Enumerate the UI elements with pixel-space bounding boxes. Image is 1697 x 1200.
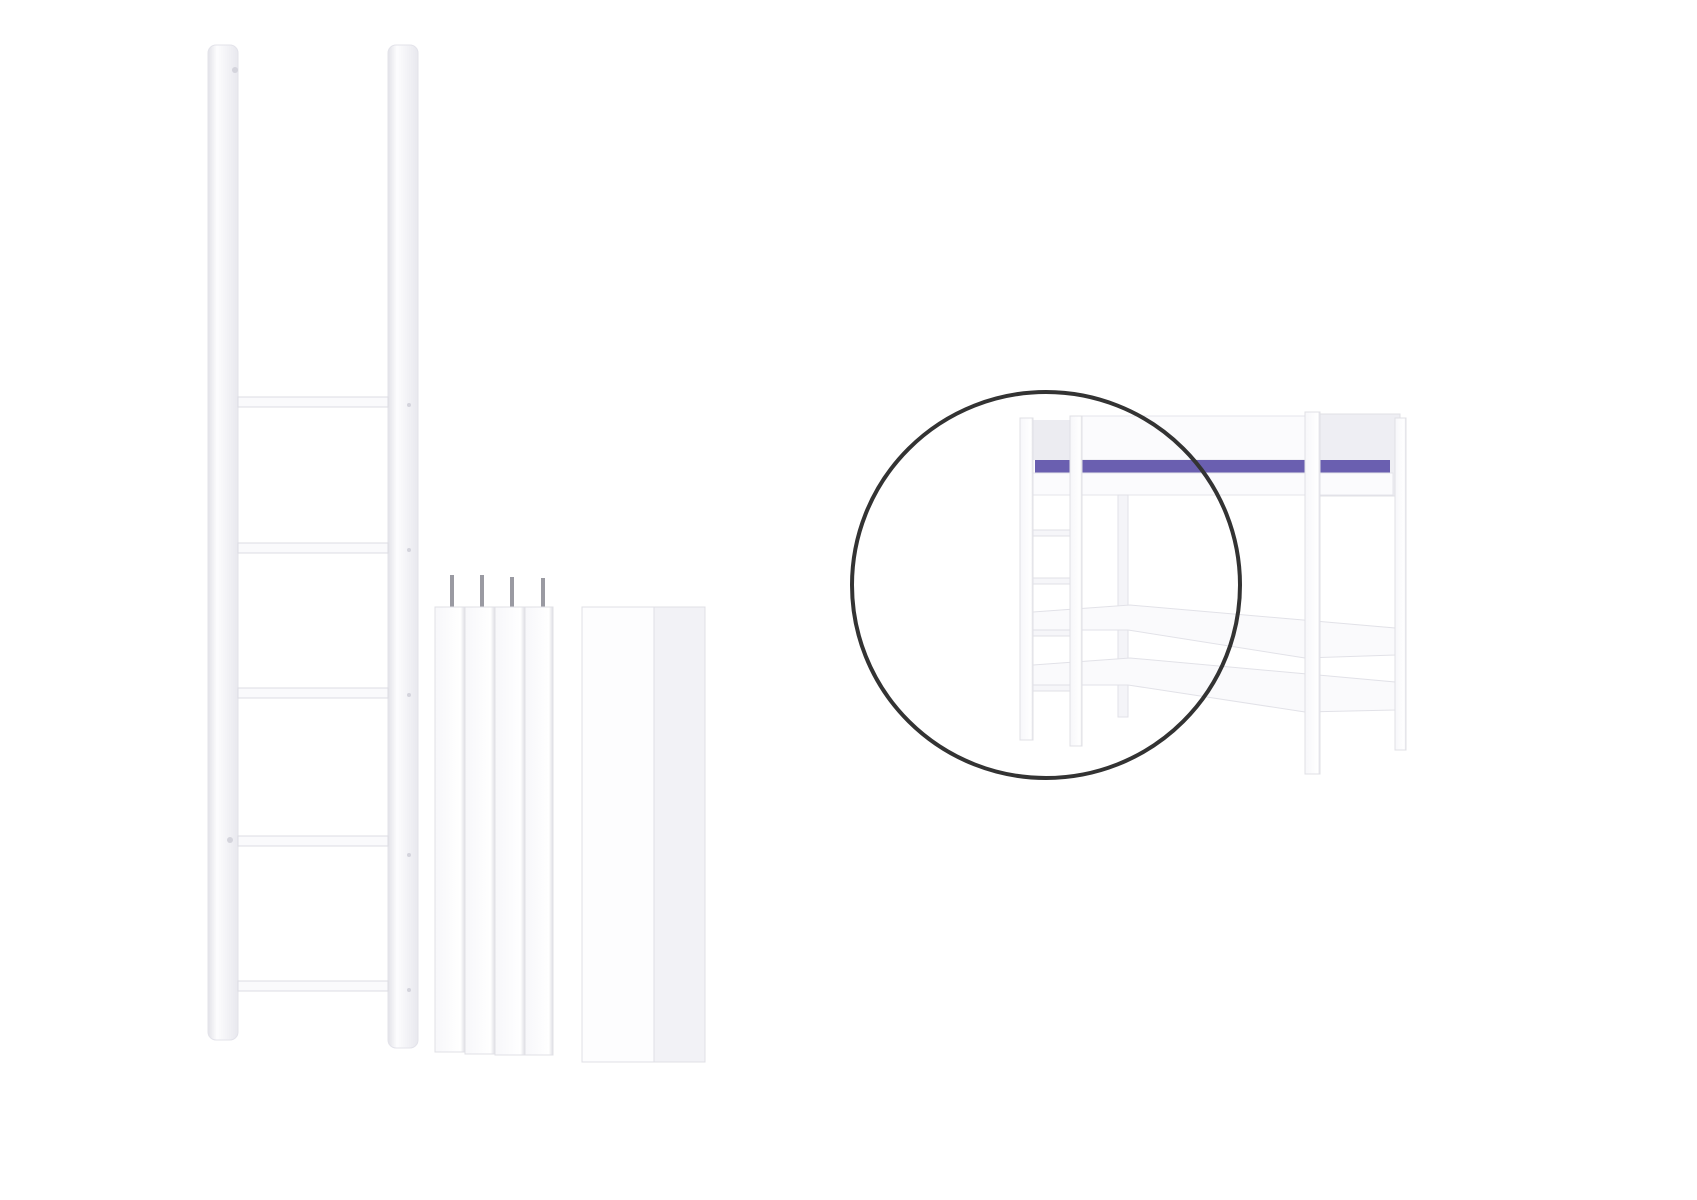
bed-headboard-back [1033, 420, 1073, 460]
ladder-rung [237, 835, 389, 847]
ladder-rung [237, 396, 389, 408]
ladder [207, 44, 419, 1049]
ladder-rung [237, 542, 389, 554]
side-board [581, 606, 706, 1063]
ladder-left-rail [207, 44, 239, 1041]
ladder-right-rail [387, 44, 419, 1049]
leg-post [524, 606, 554, 1056]
leg-post [494, 606, 526, 1056]
ladder-rung [237, 687, 389, 699]
leg-extensions [434, 575, 554, 1056]
loft-bed [1019, 411, 1407, 775]
lower-frame [1032, 604, 1396, 659]
leg-post [434, 606, 466, 1053]
mattress [1035, 460, 1390, 473]
highlight-circle [850, 390, 1242, 780]
bed-back-panel [1079, 415, 1321, 461]
bed-front-post [1304, 411, 1321, 775]
leg-post [464, 606, 496, 1055]
metal-pins [450, 575, 545, 608]
bed-back-post [1394, 417, 1407, 751]
ladder-rungs [237, 396, 389, 992]
ladder-rung [237, 980, 389, 992]
bed-ladder-post [1069, 415, 1083, 747]
bed-ladder-post [1019, 417, 1034, 741]
